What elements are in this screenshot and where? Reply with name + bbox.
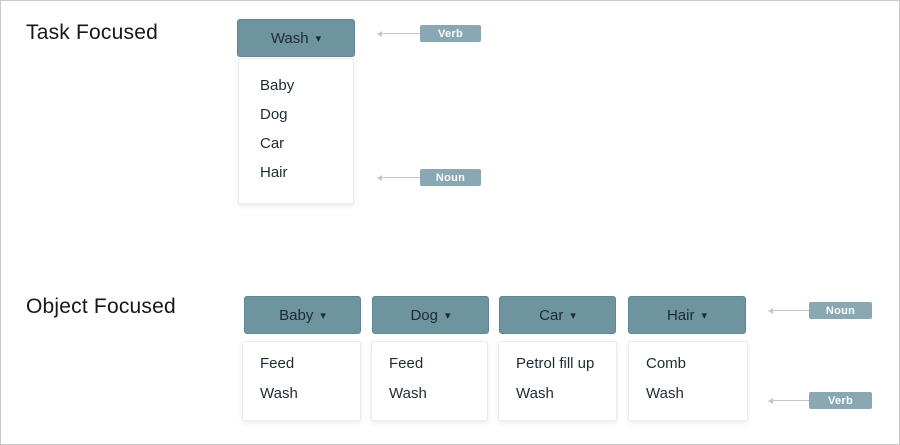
chevron-down-icon: ▾ [445, 309, 451, 322]
chevron-down-icon: ▾ [570, 309, 576, 322]
section-title-object-focused: Object Focused [26, 295, 176, 318]
verb-badge: Verb [809, 392, 872, 409]
dog-dropdown-label: Dog [410, 306, 438, 324]
dog-dropdown-button[interactable]: Dog ▾ [372, 296, 489, 334]
dog-dropdown-menu: Feed Wash [371, 341, 488, 421]
baby-dropdown-menu: Feed Wash [242, 341, 361, 421]
car-dropdown-menu: Petrol fill up Wash [498, 341, 617, 421]
menu-item-car[interactable]: Car [260, 135, 285, 152]
chevron-down-icon: ▾ [701, 309, 708, 322]
hair-dropdown-label: Hair [666, 306, 695, 324]
menu-item-wash[interactable]: Wash [389, 385, 427, 402]
wash-dropdown-label: Wash [270, 29, 309, 47]
chevron-down-icon: ▾ [315, 32, 322, 45]
baby-dropdown-button[interactable]: Baby ▾ [244, 296, 361, 334]
menu-item-feed[interactable]: Feed [260, 355, 295, 372]
section-title-task-focused: Task Focused [26, 21, 158, 44]
noun-annotation-arrow [768, 307, 809, 314]
menu-item-petrol-fill-up[interactable]: Petrol fill up [516, 355, 595, 372]
noun-annotation-arrow [377, 174, 420, 181]
arrowhead-left-icon [377, 30, 382, 37]
chevron-down-icon: ▾ [320, 309, 326, 322]
wash-dropdown-menu: Baby Dog Car Hair [238, 58, 354, 204]
car-dropdown-label: Car [539, 306, 564, 324]
menu-item-dog[interactable]: Dog [260, 106, 288, 123]
menu-item-hair[interactable]: Hair [260, 164, 288, 181]
verb-annotation-arrow [768, 397, 809, 404]
noun-badge: Noun [809, 302, 872, 319]
arrowhead-left-icon [377, 174, 382, 181]
menu-item-wash[interactable]: Wash [516, 385, 554, 402]
noun-badge: Noun [420, 169, 481, 186]
baby-dropdown-label: Baby [279, 306, 314, 324]
menu-item-wash[interactable]: Wash [646, 385, 684, 402]
menu-item-baby[interactable]: Baby [260, 77, 295, 94]
hair-dropdown-menu: Comb Wash [628, 341, 748, 421]
arrowhead-left-icon [768, 397, 773, 404]
car-dropdown-button[interactable]: Car ▾ [499, 296, 616, 334]
hair-dropdown-button[interactable]: Hair ▾ [628, 296, 746, 334]
arrowhead-left-icon [768, 307, 773, 314]
menu-item-wash[interactable]: Wash [260, 385, 298, 402]
menu-item-comb[interactable]: Comb [646, 355, 687, 372]
menu-item-feed[interactable]: Feed [389, 355, 424, 372]
wash-dropdown-button[interactable]: Wash ▾ [237, 19, 355, 57]
verb-annotation-arrow [377, 30, 420, 37]
verb-badge: Verb [420, 25, 481, 42]
